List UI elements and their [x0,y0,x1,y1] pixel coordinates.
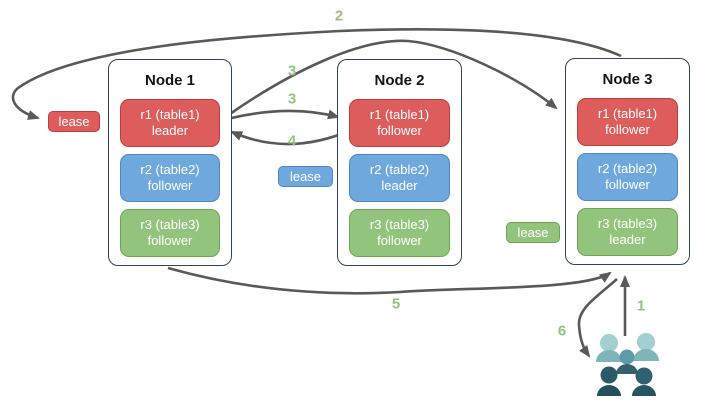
flow-step-3a-label: 3 [287,62,297,80]
node1-replica-r2-role: follower [147,178,193,193]
user-back-right-body [633,349,659,361]
node1-replica-r3: r3 (table3) follower [120,209,220,257]
node1-replica-r2-name: r2 (table2) [140,162,200,177]
node1-replica-r1: r1 (table1) leader [120,99,220,147]
node2-replica-r2-role: leader [381,178,418,193]
node-3-title: Node 3 [602,71,653,88]
node1-replica-r3-name: r3 (table3) [140,217,200,232]
node3-replica-r3-name: r3 (table3) [597,216,658,231]
node-3-box: Node 3 r1 (table1) follower r2 (table2) … [565,58,690,265]
node-2-box: Node 2 r1 (table1) follower r2 (table2) … [337,59,462,266]
node1-replica-r2: r2 (table2) follower [120,154,220,202]
node2-replica-r3: r3 (table3) follower [349,209,450,257]
node3-replica-r1-name: r1 (table1) [597,106,658,121]
node-1-title: Node 1 [144,72,195,89]
user-back-left-body [596,350,622,362]
user-center-head [619,349,635,365]
node1-replica-r1-name: r1 (table1) [140,107,200,122]
node3-replica-r3: r3 (table3) leader [577,208,678,256]
lease-badge-table1-label: lease [58,114,90,129]
node3-replica-r2-role: follower [605,177,650,192]
arrow-step-2 [11,27,622,120]
flow-step-2-label: 2 [334,7,344,25]
node-1-box: Node 1 r1 (table1) leader r2 (table2) fo… [108,59,232,266]
user-front-left-head [600,366,618,384]
flow-step-4-label: 4 [287,132,297,150]
lease-badge-table2: lease [278,166,333,187]
node2-replica-r3-role: follower [377,233,422,248]
node2-replica-r1-name: r1 (table1) [369,107,430,122]
node2-replica-r3-name: r3 (table3) [369,217,430,232]
users-icon [596,333,659,396]
lease-badge-table2-label: lease [289,169,322,184]
arrow-step-3-to-node3 [226,39,558,118]
lease-badge-table3: lease [506,222,560,243]
node1-replica-r3-role: follower [147,233,193,248]
user-front-right-body [632,385,656,396]
node2-replica-r2-name: r2 (table2) [369,162,430,177]
node1-replica-r1-role: leader [151,123,189,138]
arrow-step-6 [577,278,618,358]
node3-replica-r1: r1 (table1) follower [577,98,678,146]
node2-replica-r2: r2 (table2) leader [349,154,450,202]
arrow-step-5 [167,266,612,295]
node-2-title: Node 2 [374,72,425,89]
flow-step-5-label: 5 [391,295,401,313]
arrow-step-3-to-node2 [226,109,340,121]
node2-replica-r1: r1 (table1) follower [349,99,450,147]
flow-step-3b-label: 3 [287,90,297,108]
lease-badge-table1: lease [48,111,100,132]
user-back-right-head [637,333,655,351]
user-front-right-head [635,367,653,385]
node3-replica-r3-role: leader [609,232,646,247]
node2-replica-r1-role: follower [377,123,422,138]
flow-step-1-label: 1 [636,297,646,315]
node3-replica-r2-name: r2 (table2) [597,161,658,176]
flow-step-6-label: 6 [557,322,567,340]
node3-replica-r2: r2 (table2) follower [577,153,678,201]
user-center-body [616,364,638,374]
node3-replica-r1-role: follower [605,122,650,137]
lease-badge-table3-label: lease [517,225,549,240]
user-back-left-head [600,334,618,352]
user-front-left-body [597,385,621,396]
